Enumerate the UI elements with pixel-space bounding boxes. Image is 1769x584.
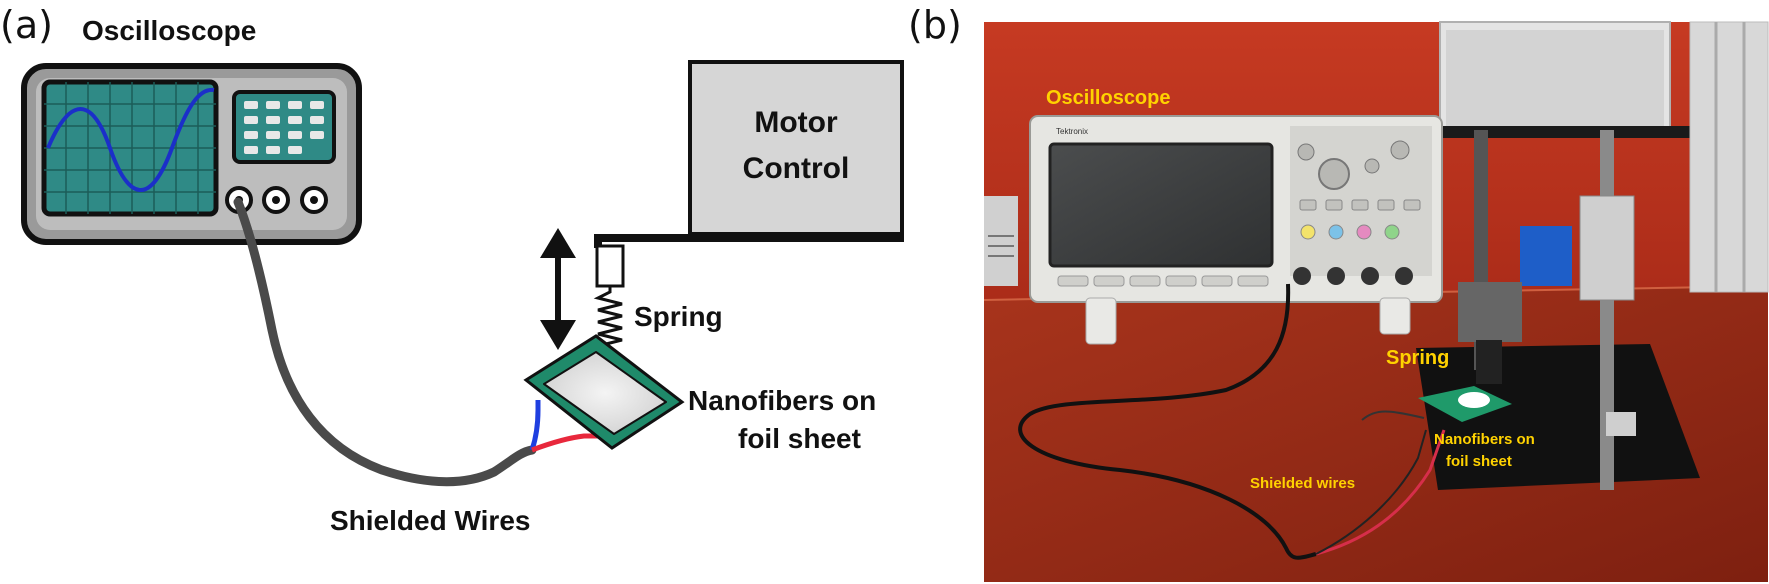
blue-wire: [529, 400, 541, 451]
panel-b: (b) Tektronix: [908, 3, 1769, 582]
panel-a-tag: (a): [0, 3, 53, 47]
photo-nanofibers-line1: Nanofibers on: [1434, 431, 1535, 448]
spring-actuator: [1476, 340, 1502, 384]
motor-arm: [594, 234, 904, 242]
motor-control-line1: Motor: [754, 106, 838, 139]
photo-nanofibers-line2: foil sheet: [1446, 453, 1512, 470]
red-lead: [1315, 429, 1446, 556]
motion-arrow-icon: [540, 228, 576, 350]
photo-shielded-wires-label: Shielded wires: [1250, 475, 1355, 492]
scope-display: [1048, 142, 1274, 268]
motor-control-line2: Control: [743, 152, 850, 185]
probe-cable: [1018, 283, 1317, 560]
panel-a: (a) Oscilloscope: [0, 3, 904, 536]
oscilloscope-photo: Tektronix: [1029, 115, 1443, 345]
test-rig: [1416, 130, 1700, 490]
oscilloscope-drawing: [21, 63, 362, 245]
photo-oscilloscope-label: Oscilloscope: [1046, 87, 1171, 109]
aluminum-frame: [1689, 21, 1769, 293]
nanofibers-label-line2: foil sheet: [738, 423, 861, 454]
lab-photo: Tektronix: [983, 21, 1769, 582]
motor-coil: [1520, 226, 1572, 286]
nanofiber-pad: [523, 334, 685, 450]
motor-control-box: [688, 60, 904, 236]
scope-bnc-ports: [1293, 267, 1413, 285]
spring-label: Spring: [634, 301, 723, 332]
bnc-connectors: [225, 186, 328, 214]
panel-b-tag: (b): [908, 3, 962, 47]
sine-wave: [46, 87, 215, 192]
oscilloscope-label: Oscilloscope: [82, 15, 256, 46]
oscilloscope-keypad: [232, 90, 336, 164]
nanofibers-label-line1: Nanofibers on: [688, 385, 876, 416]
red-wire: [531, 433, 606, 453]
plunger: [595, 244, 625, 288]
scope-brand: Tektronix: [1056, 127, 1088, 136]
photo-spring-label: Spring: [1386, 347, 1449, 369]
shielded-wires-label: Shielded Wires: [330, 505, 530, 536]
shielded-cable: [233, 197, 537, 487]
